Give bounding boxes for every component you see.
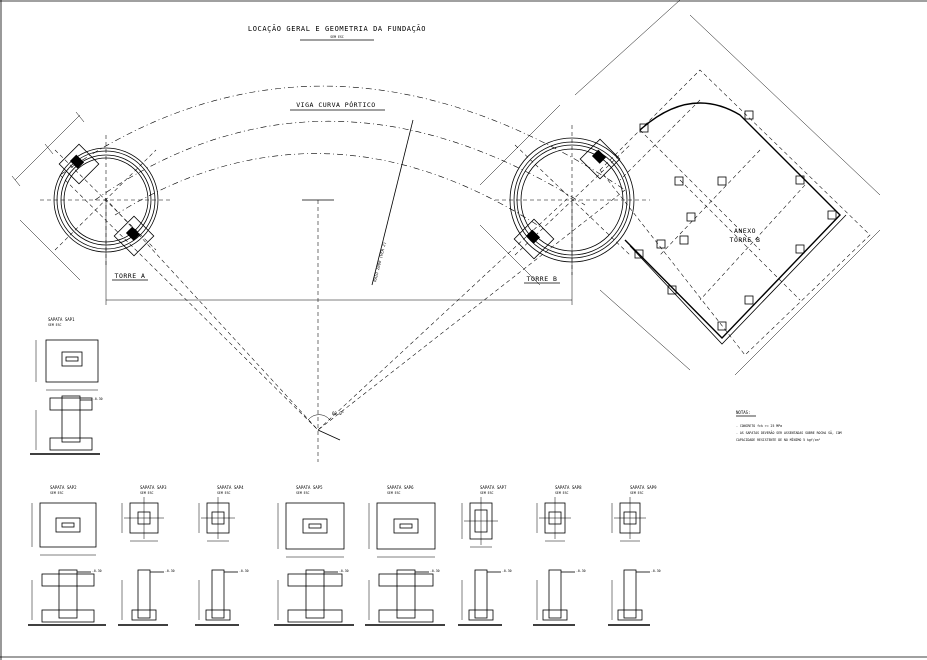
footing-scale: SEM ESC	[630, 491, 644, 495]
footing-scale: SEM ESC	[50, 491, 64, 495]
footing-level: -0.30	[92, 569, 102, 573]
annex-dim-left	[599, 289, 691, 371]
footing-scale: SEM ESC	[217, 491, 231, 495]
curved-portico-beam	[59, 85, 626, 431]
radius-leader	[371, 119, 414, 286]
footing-detail-sap1: SAPATA SAP1 SEM ESC -0.30	[30, 317, 103, 455]
footing-title: SAPATA SAP9	[630, 485, 657, 490]
footing-title: SAPATA SAP4	[217, 485, 244, 490]
footing-title: SAPATA SAP3	[140, 485, 167, 490]
tower-a	[11, 111, 170, 281]
footing-scale: SEM ESC	[480, 491, 494, 495]
angle-arc	[307, 414, 331, 421]
footing-level: -0.30	[165, 569, 175, 573]
annex-dim-bottom	[734, 229, 881, 376]
tower-b	[479, 104, 650, 286]
note-1: - CONCRETO fck >= 25 MPa	[736, 424, 782, 428]
angle-leader	[317, 429, 341, 441]
tower-b-label: TORRE B	[527, 275, 558, 283]
footing-scale: SEM ESC	[387, 491, 401, 495]
footing-scale: SEM ESC	[296, 491, 310, 495]
footing-title: SAPATA SAP2	[50, 485, 77, 490]
footing-scale: SEM ESC	[140, 491, 154, 495]
footing-title: SAPATA SAP5	[296, 485, 323, 490]
annex-dim-top	[574, 0, 681, 96]
footing-scale: SEM ESC	[48, 323, 62, 327]
footing-title: SAPATA SAP6	[387, 485, 414, 490]
footing-level: -0.30	[502, 569, 512, 573]
notes-title: NOTAS:	[736, 410, 750, 415]
annex-label-line1: ANEXO	[734, 227, 756, 235]
footing-title: SAPATA SAP8	[555, 485, 582, 490]
footing-level: -0.30	[93, 397, 103, 401]
footing-title: SAPATA SAP7	[480, 485, 507, 490]
note-2: - AS SAPATAS DEVERÃO SER ASSENTADAS SOBR…	[736, 430, 842, 435]
drawing-title: LOCAÇÃO GERAL E GEOMETRIA DA FUNDAÇÃO	[248, 24, 426, 33]
radius-label: RAIO 2000 (VER 2)	[372, 241, 387, 282]
footing-level: -0.30	[576, 569, 586, 573]
footing-title: SAPATA SAP1	[48, 317, 75, 322]
footing-level: -0.30	[651, 569, 661, 573]
footing-level: -0.30	[239, 569, 249, 573]
footing-scale: SEM ESC	[555, 491, 569, 495]
angle-label: 60.0°	[332, 411, 344, 416]
arc-label: VIGA CURVA PÓRTICO	[296, 100, 375, 109]
annex-dim-right	[689, 14, 881, 196]
annex-label-line2: TORRE B	[730, 236, 761, 244]
drawing-title-scale: SEM ESC	[330, 35, 344, 39]
footing-level: -0.30	[339, 569, 349, 573]
annex-building	[599, 69, 871, 356]
tower-a-label: TORRE A	[115, 272, 146, 280]
note-3: CAPACIDADE RESISTENTE DE NO MÍNIMO 5 kgf…	[736, 437, 821, 442]
footing-level: -0.30	[430, 569, 440, 573]
